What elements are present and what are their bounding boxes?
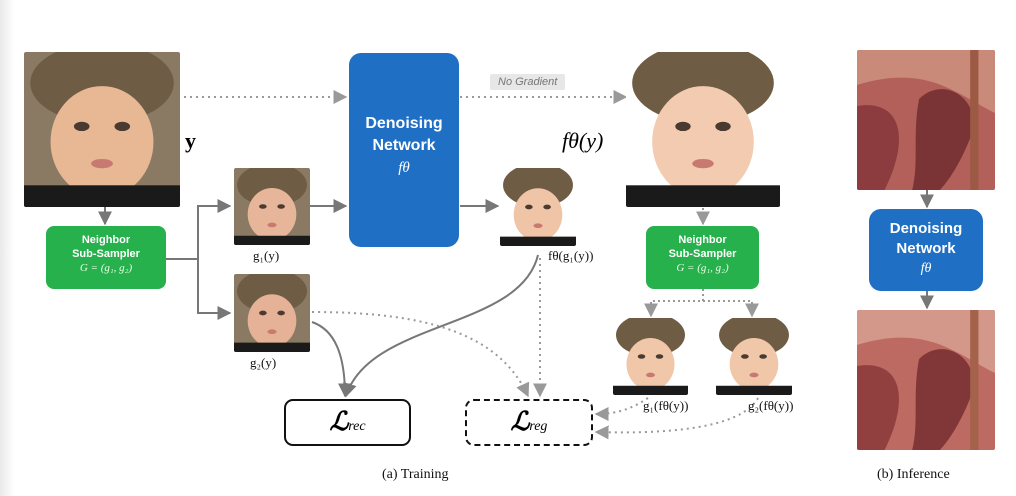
sampler2-title-1: Neighbor [678, 234, 727, 246]
g1f-label: g₁(fθ(y)) [643, 398, 689, 413]
arrow-sampler-to-g2f [703, 300, 759, 318]
no-gradient-tag: No Gradient [490, 74, 566, 90]
g2f-label: g₂(fθ(y)) [748, 398, 794, 413]
loss-reg-symbol: ℒ [510, 407, 530, 436]
loss-rec-box: ℒrec [284, 399, 411, 446]
g1-label: g₁(y) [253, 248, 280, 263]
inference-network-title-1: Denoising [889, 220, 963, 237]
network-title-1: Denoising [365, 115, 443, 132]
arrow-fg1-to-lrec [343, 254, 539, 398]
input-label: y [185, 128, 196, 153]
fg1-image [500, 168, 576, 246]
network-title-2: Network [372, 137, 436, 154]
g1f-image [613, 318, 688, 395]
sampler-title-2: Sub-Sampler [72, 248, 140, 260]
arrow-g1f-to-lreg [594, 397, 649, 421]
g2f-image [716, 318, 792, 395]
sampler2-formula: G = (g₁, g₂) [676, 262, 729, 274]
output-label: fθ(y) [562, 128, 604, 153]
sampler-title-1: Neighbor [81, 234, 131, 246]
sampler2-title-2: Sub-Sampler [668, 248, 737, 260]
arrow-sampler-to-g2 [197, 259, 232, 320]
loss-reg-subscript: reg [529, 419, 548, 434]
inference-network-title-2: Network [896, 240, 956, 257]
denoising-network-inference: Denoising Network fθ [869, 209, 983, 291]
g1-image [234, 168, 310, 245]
loss-rec-subscript: rec [348, 419, 366, 434]
arrow-g2f-to-lreg [594, 397, 759, 440]
inference-input-image [857, 50, 995, 190]
sampler-formula: G = (g₁, g₂) [79, 262, 133, 274]
loss-rec-symbol: ℒ [329, 407, 349, 436]
g2-image [234, 274, 310, 352]
arrow-sampler-to-g1 [166, 199, 232, 260]
caption-inference: (b) Inference [877, 467, 950, 482]
inference-output-image [857, 310, 995, 450]
arrow-g2-to-lrec [311, 321, 352, 398]
g2-label: g₂(y) [250, 355, 277, 370]
left-shade [0, 0, 14, 496]
output-denoised-image [626, 52, 780, 207]
network-symbol: fθ [398, 160, 410, 176]
arrow-sampler-to-g1f [644, 289, 704, 318]
input-noisy-image [24, 52, 180, 207]
caption-training: (a) Training [382, 467, 449, 482]
fg1-label: fθ(g₁(y)) [548, 248, 594, 263]
inference-network-symbol: fθ [920, 261, 932, 276]
arrow-g2-to-lreg [311, 311, 530, 398]
denoising-network-training: Denoising Network fθ [349, 53, 459, 247]
loss-reg-box: ℒreg [465, 399, 593, 446]
neighbor-sub-sampler: Neighbor Sub-Sampler G = (g₁, g₂) [46, 226, 166, 289]
neighbor-sub-sampler-2: Neighbor Sub-Sampler G = (g₁, g₂) [646, 226, 759, 289]
